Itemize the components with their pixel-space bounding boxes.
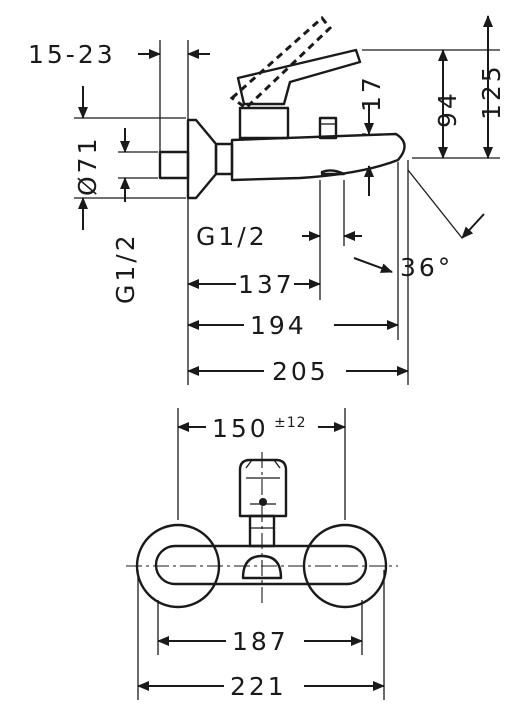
dim-outlet-thread: G1/2 bbox=[196, 222, 268, 251]
dim-centers-tolerance: ±12 bbox=[274, 415, 307, 431]
dim-connection-range: 15-23 bbox=[28, 40, 116, 69]
dim-centers: 150 bbox=[212, 414, 269, 443]
dim-height-body: 94 bbox=[433, 90, 462, 128]
dim-total-depth: 205 bbox=[272, 357, 329, 386]
lever-screw bbox=[259, 498, 267, 506]
dim-height-total: 125 bbox=[477, 63, 506, 120]
wall-connector bbox=[214, 142, 234, 176]
mixer-body bbox=[230, 132, 406, 182]
dim-height-spout: 17 bbox=[357, 74, 386, 112]
dim-angle: 36° bbox=[400, 253, 453, 282]
dim-rosette-diameter: Ø71 bbox=[73, 136, 102, 197]
spout-outlet bbox=[320, 169, 346, 176]
lever-handle-front bbox=[238, 458, 288, 518]
dim-spout-reach: 194 bbox=[250, 311, 307, 340]
rosette-left bbox=[135, 523, 221, 609]
diverter-knob bbox=[318, 116, 338, 140]
dim-overall-width: 221 bbox=[230, 672, 287, 701]
front-view: 150 ±12 187 221 bbox=[126, 408, 398, 701]
side-view: 15-23 Ø71 G1/2 17 94 125 G1/2 36° 137 bbox=[28, 14, 506, 386]
dim-inlet-thread: G1/2 bbox=[111, 232, 140, 304]
lever-alt-position bbox=[229, 15, 333, 110]
dim-rosette-span: 187 bbox=[232, 627, 289, 656]
inlet-pipe bbox=[158, 150, 190, 180]
dim-outlet-position: 137 bbox=[238, 270, 295, 299]
lever-handle bbox=[236, 48, 362, 106]
rosette-profile bbox=[186, 118, 218, 200]
valve-neck bbox=[238, 106, 290, 140]
